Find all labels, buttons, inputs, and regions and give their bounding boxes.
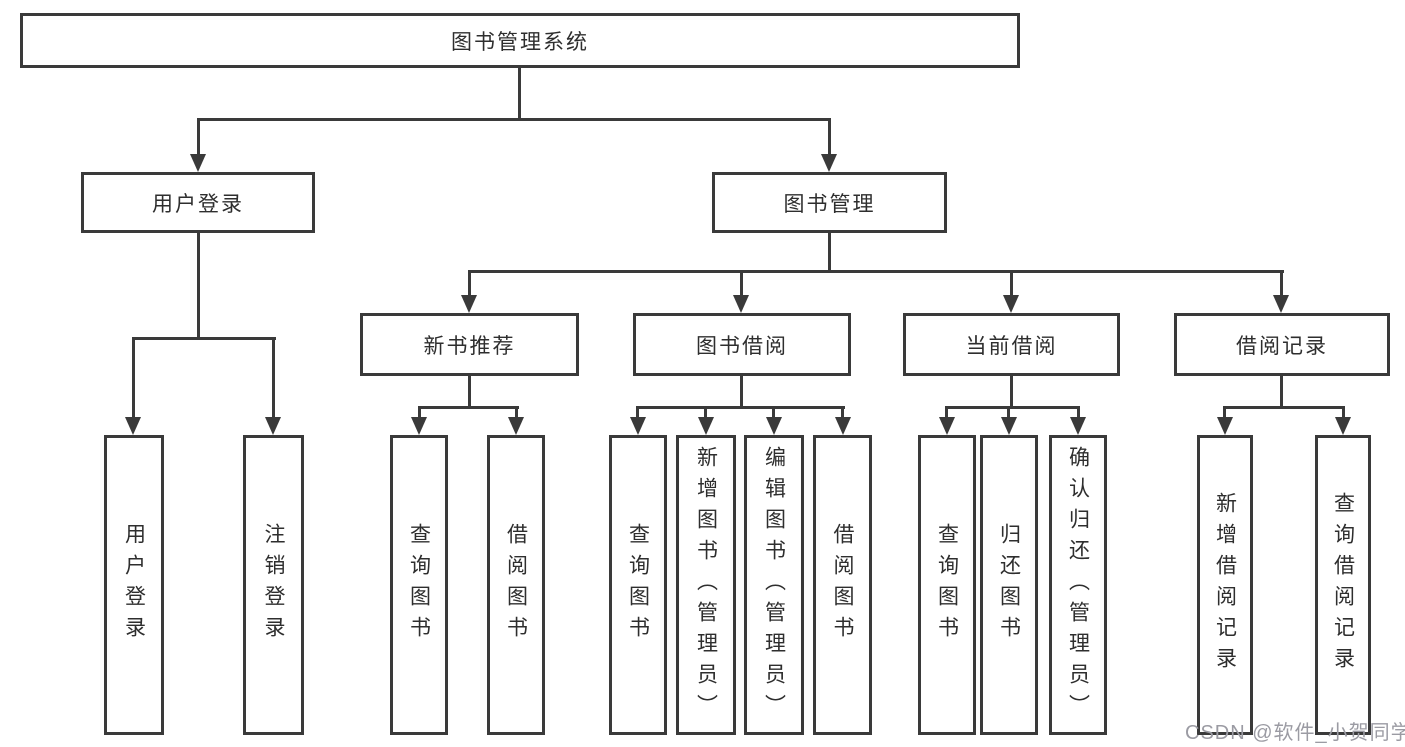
- connector-currentborrow-child1: [945, 406, 948, 420]
- leaf-query-books-1: 查询图书: [390, 435, 448, 735]
- node-current-borrow: 当前借阅: [903, 313, 1120, 376]
- node-label: 图书借阅: [696, 334, 788, 358]
- node-label: 新增图书（管理员）: [694, 445, 718, 725]
- node-label: 用户登录: [152, 192, 244, 216]
- connector-bookmgmt-split: [468, 270, 1284, 273]
- node-label: 查询图书: [626, 523, 650, 647]
- leaf-query-books-3: 查询图书: [918, 435, 976, 735]
- arrow-newbooks-child2: [508, 417, 524, 435]
- leaf-query-books-2: 查询图书: [609, 435, 667, 735]
- arrow-userlogin-child2: [265, 417, 281, 435]
- leaf-edit-books-admin: 编辑图书（管理员）: [744, 435, 804, 735]
- node-root-library-system: 图书管理系统: [20, 13, 1020, 68]
- node-label: 新增借阅记录: [1213, 492, 1237, 678]
- arrow-to-book-borrow: [733, 295, 749, 313]
- arrow-records-child2: [1335, 417, 1351, 435]
- connector-to-book-borrow: [740, 270, 743, 298]
- arrow-bookborrow-child4: [835, 417, 851, 435]
- node-label: 新书推荐: [423, 334, 516, 358]
- connector-to-borrow-records: [1280, 270, 1283, 298]
- connector-bookborrow-stem: [740, 376, 743, 409]
- connector-currentborrow-stem: [1010, 376, 1013, 409]
- leaf-borrow-books-2: 借阅图书: [813, 435, 872, 735]
- arrow-to-current-borrow: [1003, 295, 1019, 313]
- connector-records-child2: [1342, 406, 1345, 420]
- connector-newbooks-stem: [468, 376, 471, 409]
- node-label: 借阅图书: [504, 523, 528, 647]
- node-new-book-recommend: 新书推荐: [360, 313, 579, 376]
- connector-records-stem: [1280, 376, 1283, 409]
- leaf-user-login: 用户登录: [104, 435, 164, 735]
- arrow-newbooks-child1: [411, 417, 427, 435]
- leaf-add-borrow-record: 新增借阅记录: [1197, 435, 1253, 735]
- connector-userlogin-child2: [272, 337, 275, 421]
- arrow-userlogin-child1: [125, 417, 141, 435]
- node-borrow-records: 借阅记录: [1174, 313, 1390, 376]
- arrow-bookborrow-child3: [766, 417, 782, 435]
- node-label: 用户登录: [122, 523, 146, 647]
- connector-bookborrow-child1: [636, 406, 639, 420]
- connector-root-stem: [518, 68, 521, 120]
- csdn-watermark: CSDN @软件_小贺同学: [1185, 722, 1405, 744]
- arrow-bookborrow-child2: [698, 417, 714, 435]
- connector-to-new-books: [468, 270, 471, 298]
- arrow-bookborrow-child1: [630, 417, 646, 435]
- connector-currentborrow-child2: [1007, 406, 1010, 420]
- connector-to-current-borrow: [1010, 270, 1013, 298]
- connector-to-user-login: [197, 118, 200, 156]
- leaf-query-borrow-record: 查询借阅记录: [1315, 435, 1371, 735]
- connector-bookmgmt-stem: [828, 233, 831, 272]
- connector-userlogin-child1: [132, 337, 135, 421]
- connector-records-child1: [1223, 406, 1226, 420]
- arrow-to-user-login: [190, 154, 206, 172]
- connector-newbooks-child2: [515, 406, 518, 420]
- leaf-add-books-admin: 新增图书（管理员）: [676, 435, 736, 735]
- node-book-management: 图书管理: [712, 172, 947, 233]
- leaf-return-books: 归还图书: [980, 435, 1038, 735]
- node-label: 查询图书: [935, 523, 959, 647]
- connector-to-book-mgmt: [828, 118, 831, 156]
- leaf-borrow-books-1: 借阅图书: [487, 435, 545, 735]
- node-label: 查询借阅记录: [1331, 492, 1355, 678]
- connector-bookborrow-split: [636, 406, 845, 409]
- connector-newbooks-child1: [418, 406, 421, 420]
- connector-currentborrow-child3: [1077, 406, 1080, 420]
- arrow-to-book-mgmt: [821, 154, 837, 172]
- connector-root-split: [197, 118, 831, 121]
- node-label: 编辑图书（管理员）: [762, 445, 786, 725]
- connector-newbooks-split: [418, 406, 519, 409]
- node-label: 图书管理系统: [451, 30, 589, 54]
- connector-currentborrow-split: [945, 406, 1080, 409]
- node-label: 确认归还（管理员）: [1066, 445, 1090, 725]
- node-label: 当前借阅: [965, 334, 1058, 358]
- arrow-to-borrow-records: [1273, 295, 1289, 313]
- arrow-records-child1: [1217, 417, 1233, 435]
- connector-userlogin-stem: [197, 233, 200, 340]
- node-label: 借阅记录: [1236, 334, 1328, 358]
- connector-userlogin-split: [132, 337, 276, 340]
- connector-bookborrow-child2: [704, 406, 707, 420]
- node-label: 归还图书: [997, 523, 1021, 647]
- node-label: 查询图书: [407, 523, 431, 647]
- connector-bookborrow-child4: [841, 406, 844, 420]
- arrow-currentborrow-child3: [1070, 417, 1086, 435]
- node-label: 图书管理: [783, 192, 876, 216]
- node-label: 注销登录: [262, 523, 285, 647]
- node-user-login: 用户登录: [81, 172, 315, 233]
- arrow-currentborrow-child1: [939, 417, 955, 435]
- node-label: 借阅图书: [831, 523, 854, 647]
- leaf-logout: 注销登录: [243, 435, 304, 735]
- connector-records-split: [1223, 406, 1345, 409]
- arrow-currentborrow-child2: [1001, 417, 1017, 435]
- arrow-to-new-books: [461, 295, 477, 313]
- node-book-borrow: 图书借阅: [633, 313, 851, 376]
- leaf-confirm-return-admin: 确认归还（管理员）: [1049, 435, 1107, 735]
- connector-bookborrow-child3: [772, 406, 775, 420]
